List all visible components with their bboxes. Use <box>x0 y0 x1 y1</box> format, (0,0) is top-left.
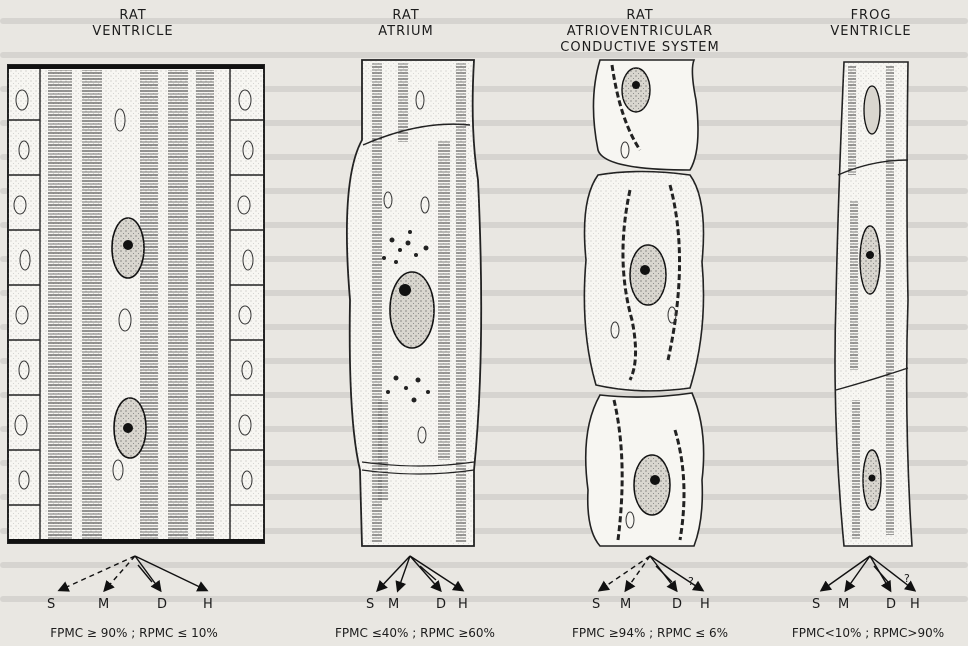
branch-label-m: M <box>98 597 109 612</box>
branch-label-s: S <box>47 597 55 612</box>
branch-label-h: H <box>910 597 920 612</box>
frog-ventricle-drawing <box>835 62 912 546</box>
branch-label-d: D <box>672 597 682 612</box>
branch-label-d: D <box>157 597 167 612</box>
rat-av-system-drawing <box>584 60 703 546</box>
caption-frog-ventricle: FPMC<10% ; RPMC>90% <box>770 626 966 640</box>
branch-label-h: H <box>458 597 468 612</box>
branch-label-m: M <box>838 597 849 612</box>
branch-label-s: S <box>366 597 374 612</box>
caption-rat-av-system: FPMC ≥94% ; RPMC ≤ 6% <box>540 626 760 640</box>
branch-label-s: S <box>812 597 820 612</box>
branch-label-s: S <box>592 597 600 612</box>
branch-label-m: M <box>388 597 399 612</box>
branch-label-d: D <box>436 597 446 612</box>
branch-label-m: M <box>620 597 631 612</box>
rat-ventricle-drawing <box>8 65 264 543</box>
branch-label-h: H <box>203 597 213 612</box>
caption-rat-atrium: FPMC ≤40% ; RPMC ≥60% <box>300 626 530 640</box>
branch-label-d: D <box>886 597 896 612</box>
rat-atrium-drawing <box>347 60 481 546</box>
branch-label-h: H <box>700 597 710 612</box>
unknown-pathway-marker: ? <box>688 575 694 588</box>
caption-rat-ventricle: FPMC ≥ 90% ; RPMC ≤ 10% <box>4 626 264 640</box>
metabolic-pathway-arrows <box>60 556 914 590</box>
unknown-pathway-marker: ? <box>904 572 910 585</box>
